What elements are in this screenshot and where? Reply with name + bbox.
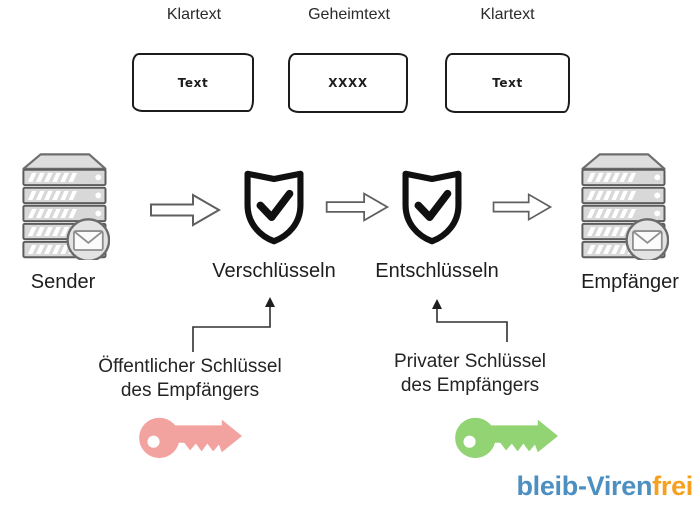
decrypt-label: Entschlüsseln <box>375 260 499 282</box>
ciphertext-box-text: XXXX <box>328 76 368 90</box>
encrypt-shield-check-icon <box>240 161 308 247</box>
private-key-icon <box>455 417 558 459</box>
column-header-ciphertext: Geheimtext <box>308 6 390 23</box>
private-key-caption-line1: Privater Schlüssel <box>393 351 547 372</box>
public-key-icon-shape <box>139 417 242 459</box>
public-key-icon <box>139 417 242 459</box>
flow-arrow-icon-3 <box>492 193 552 221</box>
flow-arrow-icon-1 <box>150 194 220 226</box>
public-key-caption-line2: des Empfängers <box>120 380 260 401</box>
column-header-plaintext-right: Klartext <box>480 6 535 23</box>
branding-orange-part: frei <box>652 471 693 501</box>
public-key-annotation-arrow <box>192 297 275 352</box>
plaintext-box-left-text: Text <box>177 75 209 90</box>
private-key-caption-line2: des Empfängers <box>400 375 540 396</box>
encrypt-label: Verschlüsseln <box>212 260 336 282</box>
public-key-hole <box>147 435 160 448</box>
private-key-icon-shape <box>455 417 558 459</box>
plaintext-box-left: Text <box>132 53 254 112</box>
public-key-caption-line1: Öffentlicher Schlüssel <box>98 356 282 377</box>
private-key-caption: Privater Schlüssel des Empfängers <box>365 350 575 398</box>
decrypt-shield-check-icon <box>398 161 466 247</box>
plaintext-box-right: Text <box>445 53 570 113</box>
sender-label: Sender <box>30 271 96 293</box>
ciphertext-box: XXXX <box>288 53 408 113</box>
receiver-label: Empfänger <box>581 271 679 293</box>
private-key-hole <box>463 435 476 448</box>
flow-arrow-icon-2 <box>325 192 389 222</box>
branding-logo: bleib-Virenfrei <box>516 471 693 502</box>
branding-blue-part: bleib-Viren <box>516 471 653 501</box>
public-key-caption: Öffentlicher Schlüssel des Empfängers <box>85 355 295 403</box>
receiver-server-icon <box>581 153 669 260</box>
sender-server-icon <box>22 153 110 260</box>
plaintext-box-right-text: Text <box>492 76 523 90</box>
column-header-plaintext-left: Klartext <box>166 6 222 23</box>
private-key-annotation-arrow <box>432 299 508 342</box>
